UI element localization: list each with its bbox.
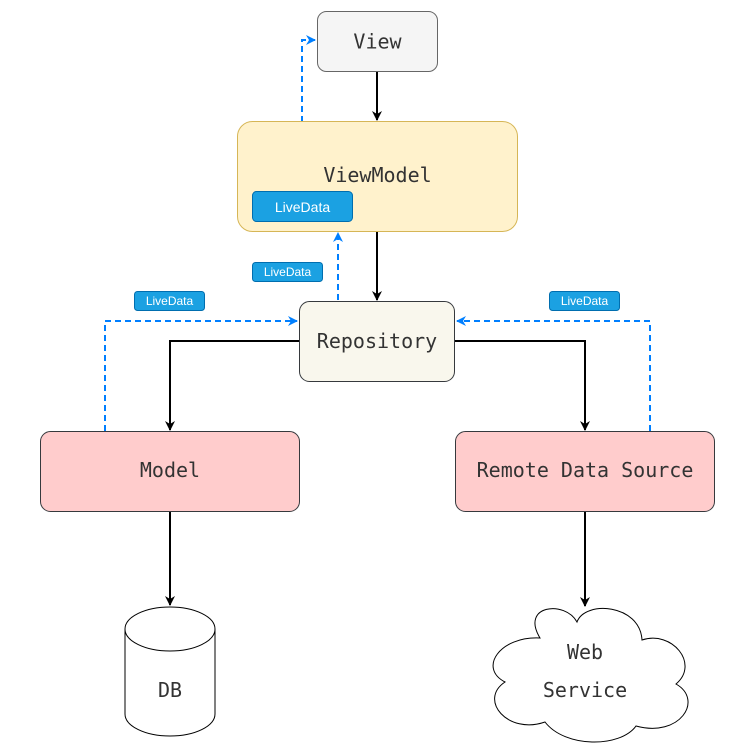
livedata-badge-model-to-repo: LiveData bbox=[134, 291, 205, 311]
livedata-badge-viewmodel-text: LiveData bbox=[275, 199, 330, 215]
remote-data-source-label: Remote Data Source bbox=[477, 458, 694, 482]
cloud-icon bbox=[492, 608, 689, 743]
view-node: View bbox=[317, 11, 438, 72]
livedata-badge-viewmodel: LiveData bbox=[252, 191, 353, 222]
livedata-arrow-model-to-repository bbox=[104, 316, 298, 431]
web-service-label-line1: Web bbox=[567, 640, 603, 664]
livedata-badge-repo-to-viewmodel: LiveData bbox=[252, 262, 323, 282]
view-label: View bbox=[353, 30, 402, 54]
livedata-badge-remote-to-repo: LiveData bbox=[549, 291, 620, 311]
livedata-badge-repo-to-viewmodel-bg bbox=[252, 262, 323, 282]
arrow-repository-to-model bbox=[165, 340, 300, 431]
db-cylinder bbox=[124, 629, 216, 737]
db-cylinder-top bbox=[124, 606, 216, 652]
remote-data-source-box bbox=[455, 431, 715, 512]
livedata-badge-remote-to-repo-bg bbox=[549, 291, 620, 311]
repository-label: Repository bbox=[317, 329, 437, 353]
view-box bbox=[317, 11, 438, 72]
livedata-badge-model-to-repo-text: LiveData bbox=[146, 294, 194, 308]
livedata-badge-model-to-repo-bg bbox=[134, 291, 205, 311]
livedata-arrow-remote-to-repository bbox=[456, 316, 651, 431]
db-node: DB bbox=[124, 606, 216, 737]
db-label: DB bbox=[158, 678, 182, 702]
repository-box bbox=[299, 301, 455, 382]
livedata-badge-remote-to-repo-text: LiveData bbox=[561, 294, 609, 308]
web-service-node: Web Service bbox=[492, 608, 689, 743]
solid-connectors bbox=[165, 72, 590, 607]
web-service-label-line2: Service bbox=[543, 678, 627, 702]
viewmodel-label: ViewModel bbox=[323, 163, 431, 187]
model-label: Model bbox=[140, 458, 200, 482]
model-node: Model bbox=[40, 431, 300, 512]
remote-data-source-node: Remote Data Source bbox=[455, 431, 715, 512]
model-box bbox=[40, 431, 300, 512]
arrow-repository-to-remote bbox=[455, 340, 590, 431]
livedata-badge-repo-to-viewmodel-text: LiveData bbox=[264, 265, 312, 279]
livedata-badge-viewmodel-bg bbox=[252, 191, 353, 222]
repository-node: Repository bbox=[299, 301, 455, 382]
